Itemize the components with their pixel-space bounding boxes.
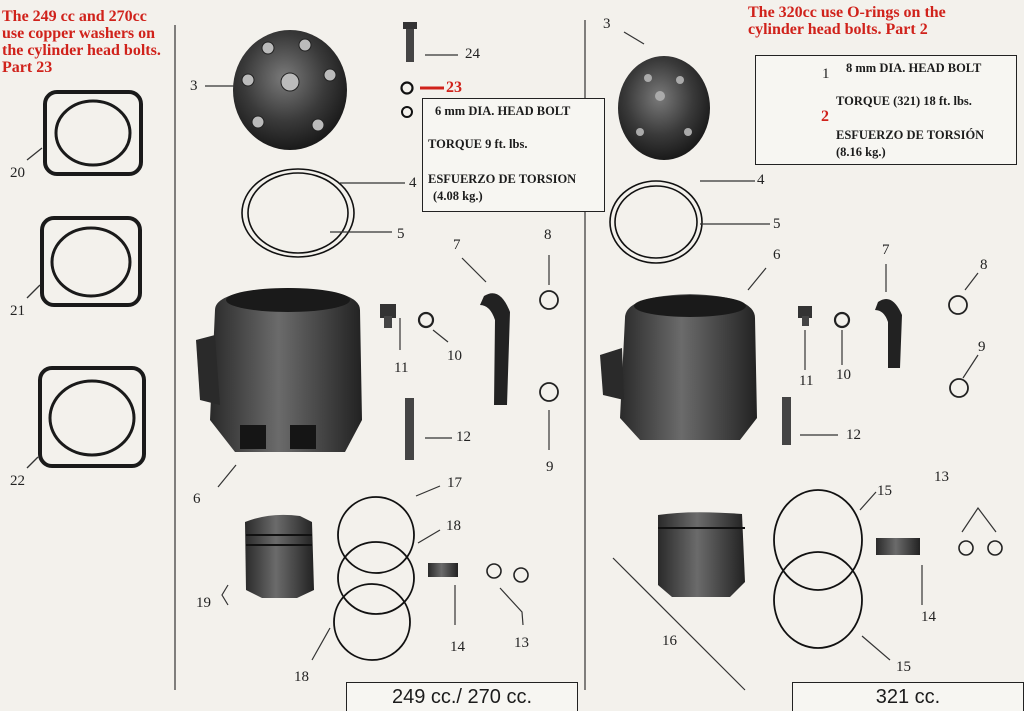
head-bolt-24 [403, 22, 417, 62]
part-label-3-left: 3 [190, 78, 198, 94]
part-label-8-right: 8 [980, 257, 988, 273]
part-label-24: 24 [465, 46, 480, 62]
part-label-7-left: 7 [453, 237, 461, 253]
washer-10-left [417, 311, 435, 329]
clamp-9-left [539, 382, 559, 402]
piston-right [658, 512, 745, 597]
piston-rings-left [333, 496, 415, 661]
base-gasket-21 [40, 216, 142, 307]
note-o-rings: The 320cc use O-rings on the cylinder he… [748, 4, 946, 38]
cylinder-left [196, 288, 362, 452]
part-label-7-right: 7 [882, 242, 890, 258]
part-label-23: 23 [446, 79, 462, 96]
part-label-1: 1 [822, 66, 830, 82]
base-gasket-22 [38, 366, 146, 468]
part-label-10-left: 10 [447, 348, 462, 364]
part-label-16: 16 [662, 633, 677, 649]
part-label-14-left: 14 [450, 639, 465, 655]
spec-right-torque: TORQUE (321) 18 ft. lbs. [836, 94, 972, 108]
part-label-10-right: 10 [836, 367, 851, 383]
part-label-8-left: 8 [544, 227, 552, 243]
caption-321: 321 cc. [792, 682, 1024, 711]
part-label-4-left: 4 [409, 175, 417, 191]
part-label-22: 22 [10, 473, 25, 489]
part-label-12-right: 12 [846, 427, 861, 443]
spec-right-esfuerzo: ESFUERZO DE TORSIÓN [836, 128, 985, 142]
part-label-11-right: 11 [799, 373, 814, 389]
stud-12-left [405, 398, 414, 460]
clamp-8-left [539, 290, 559, 310]
piston-pin-left [428, 563, 458, 577]
part-label-18-top: 18 [446, 518, 461, 534]
part-label-4-right: 4 [757, 172, 765, 188]
part-label-15-top: 15 [877, 483, 892, 499]
torque-spec-right: 8 mm DIA. HEAD BOLT TORQUE (321) 18 ft. … [755, 55, 1017, 165]
part-label-14-right: 14 [921, 609, 936, 625]
part-label-21: 21 [10, 303, 25, 319]
base-gasket-20 [43, 90, 143, 176]
part-label-12-left: 12 [456, 429, 471, 445]
piston-rings-right [773, 489, 863, 649]
part-label-9-left: 9 [546, 459, 554, 475]
part-label-18-bottom: 18 [294, 669, 309, 685]
part-label-19: 19 [196, 595, 211, 611]
head-gasket-left [241, 168, 355, 258]
hose-7-right [875, 298, 902, 368]
part-label-20: 20 [10, 165, 25, 181]
part-label-5-right: 5 [773, 216, 781, 232]
part-label-13-left: 13 [514, 635, 529, 651]
piston-pin-right [876, 538, 920, 555]
caption-249-270: 249 cc./ 270 cc. [346, 682, 578, 711]
part-label-2: 2 [821, 108, 829, 125]
piston-left [245, 514, 314, 598]
spec-left-kg: (4.08 kg.) [433, 189, 483, 203]
fitting-11-left [380, 304, 396, 328]
hose-7-left [480, 293, 510, 405]
part-label-6-right: 6 [773, 247, 781, 263]
part-label-11-left: 11 [394, 360, 409, 376]
part-label-3-right: 3 [603, 16, 611, 32]
spec-right-bolt: 8 mm DIA. HEAD BOLT [846, 61, 982, 75]
cylinder-head-left [233, 30, 347, 150]
cylinder-head-right [618, 56, 710, 160]
cylinder-right [600, 294, 757, 440]
spec-left-torque: TORQUE 9 ft. lbs. [428, 137, 528, 151]
part-label-13-right: 13 [934, 469, 949, 485]
spec-left-esfuerzo: ESFUERZO DE TORSION [428, 172, 577, 186]
copper-washer-23 [400, 81, 414, 95]
spec-left-bolt: 6 mm DIA. HEAD BOLT [435, 104, 571, 118]
part-label-17: 17 [447, 475, 462, 491]
part-label-15-bottom: 15 [896, 659, 911, 675]
part-label-5-left: 5 [397, 226, 405, 242]
torque-spec-left: 6 mm DIA. HEAD BOLT TORQUE 9 ft. lbs. ES… [422, 98, 605, 212]
note-copper-washers: The 249 cc and 270cc use copper washers … [2, 8, 161, 76]
part-label-6-left: 6 [193, 491, 201, 507]
part-label-9-right: 9 [978, 339, 986, 355]
spec-right-kg: (8.16 kg.) [836, 145, 886, 159]
head-gasket-right [609, 180, 703, 264]
